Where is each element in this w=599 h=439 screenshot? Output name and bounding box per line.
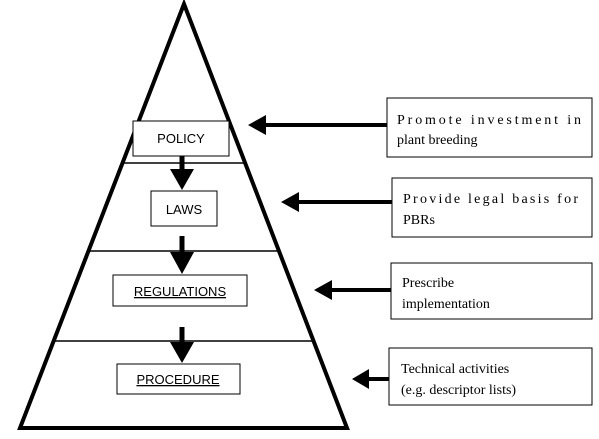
note-box-policy: Promote investment in plant breeding — [386, 97, 593, 158]
left-arrow — [352, 369, 389, 389]
level-label: POLICY — [157, 131, 205, 146]
level-label: REGULATIONS — [134, 284, 227, 299]
note-line: plant breeding — [397, 133, 477, 148]
note-line: (e.g. descriptor lists) — [401, 383, 516, 398]
left-arrow — [281, 192, 392, 212]
note-line: Technical activities — [401, 362, 509, 377]
note-line: Prescribe — [402, 276, 454, 291]
note-box-regulations: Prescribe implementation — [390, 262, 593, 320]
note-line: Promote investment in — [397, 113, 581, 128]
note-box-procedure: Technical activities (e.g. descriptor li… — [388, 347, 593, 406]
level-box-policy: POLICY — [132, 120, 230, 157]
down-arrow — [170, 327, 194, 363]
note-line: implementation — [402, 297, 490, 312]
level-box-laws: LAWS — [150, 190, 218, 227]
level-box-regulations: REGULATIONS — [112, 274, 248, 307]
note-box-laws: Provide legal basis for PBRs — [391, 177, 593, 238]
level-box-procedure: PROCEDURE — [116, 363, 241, 395]
level-label: PROCEDURE — [136, 372, 219, 387]
level-label: LAWS — [166, 202, 203, 217]
left-arrow — [248, 115, 387, 135]
down-arrow — [170, 156, 194, 190]
down-arrow — [170, 236, 194, 274]
note-line: PBRs — [403, 213, 435, 228]
left-arrow — [314, 280, 391, 300]
